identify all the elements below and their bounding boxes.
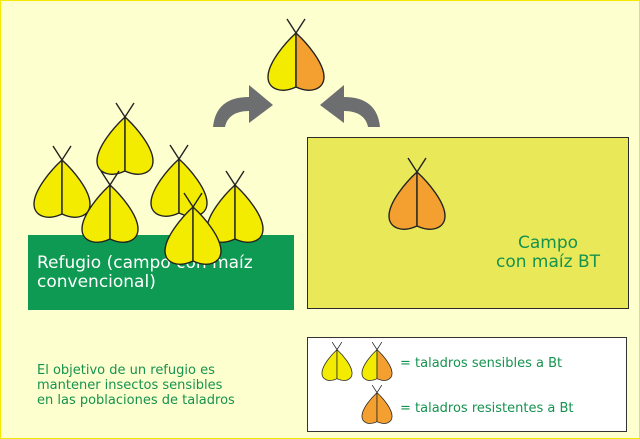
curved-arrow-icon (213, 85, 273, 127)
resistant-moth-icon (388, 157, 446, 230)
legend: = taladros sensibles a Bt = taladros res… (307, 337, 627, 432)
susceptible-moth-icon (33, 145, 91, 218)
bt-field: Campo con maíz BT (307, 137, 629, 309)
susceptible-moth-icon (164, 192, 222, 265)
resistant-moth-icon (361, 384, 393, 424)
susceptible-moth-icon (150, 144, 208, 217)
legend-susceptible-label: = taladros sensibles a Bt (400, 356, 563, 371)
susceptible-moth-icon (81, 170, 139, 243)
susceptible-moth-icon (96, 102, 154, 175)
bt-field-label: Campo con maíz BT (495, 233, 600, 272)
hybrid-moth-icon (267, 18, 325, 91)
curved-arrow-icon (320, 85, 380, 127)
legend-resistant-label: = taladros resistentes a Bt (400, 401, 574, 416)
susceptible-moth-icon (206, 170, 264, 243)
caption: El objetivo de un refugio es mantener in… (37, 363, 235, 408)
susceptible-moth-icon (321, 341, 353, 381)
hybrid-moth-icon (361, 341, 393, 381)
